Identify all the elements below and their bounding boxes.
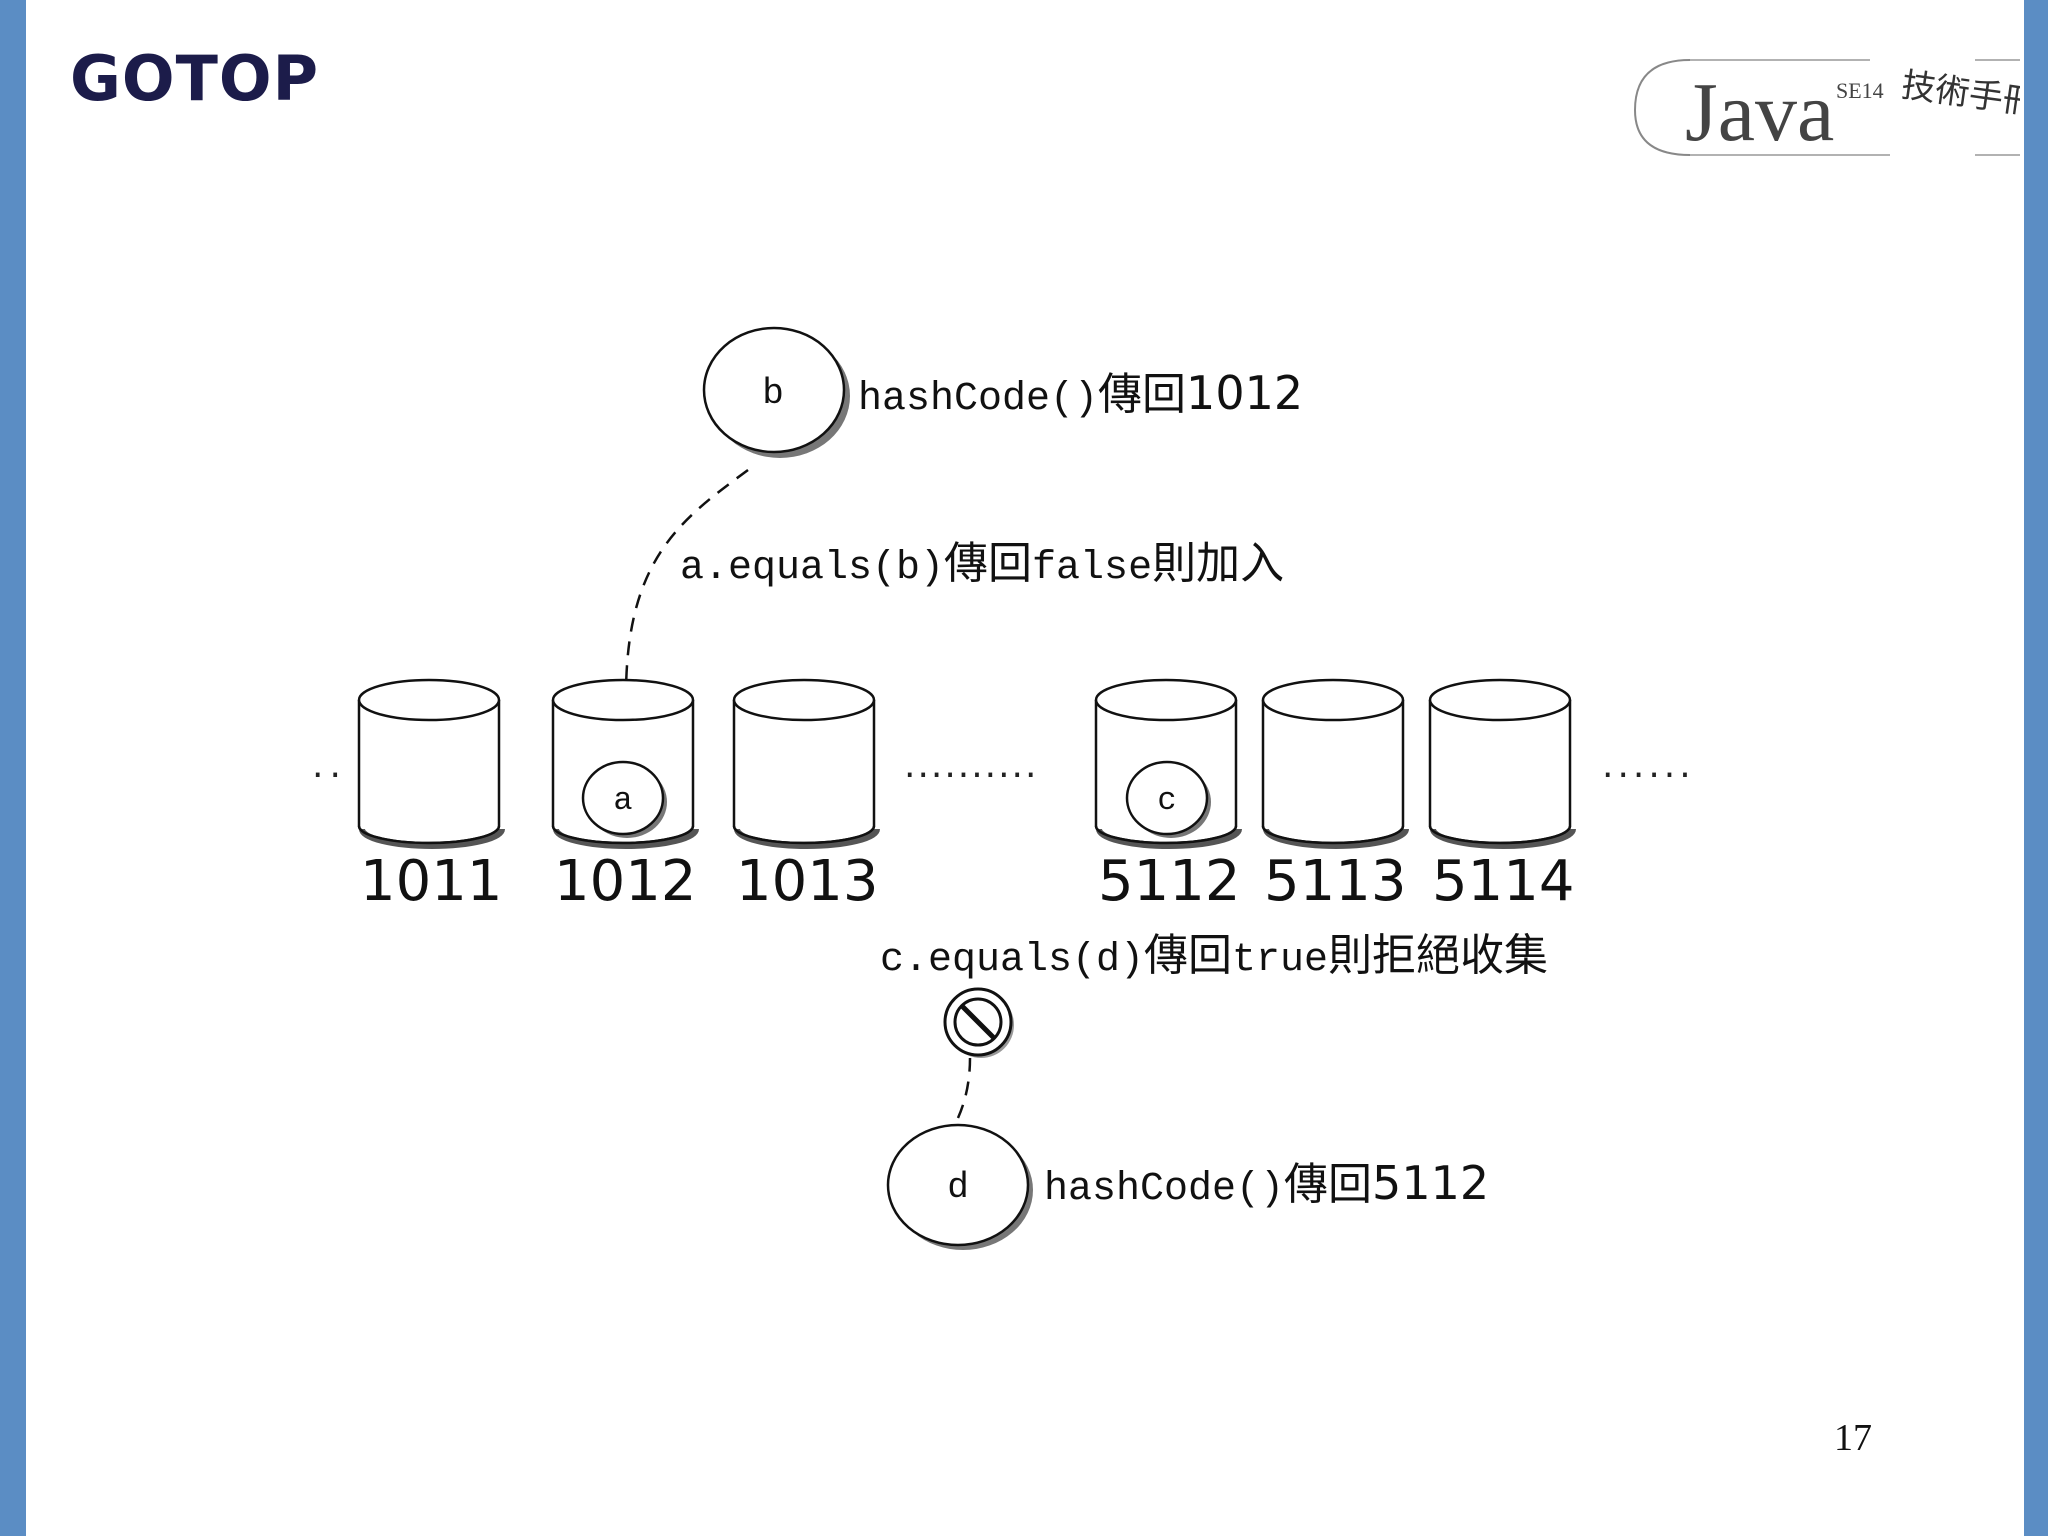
element-a-label: a xyxy=(613,782,632,819)
bucket-1013-number: 1013 xyxy=(736,849,879,914)
gotop-logo: GOTOP xyxy=(70,42,320,115)
prohibited-icon xyxy=(943,987,1014,1058)
hashcode-method-text: hashCode() xyxy=(858,377,1099,422)
hash-value-d: 5112 xyxy=(1372,1156,1490,1210)
bucket-5112-number: 5112 xyxy=(1098,849,1241,914)
java-logo-version: SE14 xyxy=(1836,78,1884,103)
node-b: b xyxy=(702,326,850,458)
java-logo-text: Java xyxy=(1685,66,1834,159)
bucket-1012: a xyxy=(551,678,699,849)
left-accent-bar xyxy=(0,0,26,1536)
equals-cd-returns: 傳回 xyxy=(1144,930,1233,981)
equals-cd-result: true xyxy=(1232,938,1329,983)
ellipsis-right: ...... xyxy=(1602,745,1695,786)
bucket-1011-number: 1011 xyxy=(360,849,503,914)
equals-ab-result: false xyxy=(1032,546,1153,591)
bucket-5114-number: 5114 xyxy=(1432,849,1575,914)
equals-ab-returns: 傳回 xyxy=(944,538,1033,589)
bucket-5114 xyxy=(1428,678,1576,849)
bucket-5112: c xyxy=(1094,678,1242,849)
bucket-5113 xyxy=(1261,678,1409,849)
edge-cd-label: c.equals(d)傳回true則拒絕收集 xyxy=(880,934,1548,981)
bucket-1013 xyxy=(732,678,880,849)
hashcode-method-text-d: hashCode() xyxy=(1044,1167,1285,1212)
bucket-1012-number: 1012 xyxy=(554,849,697,914)
page-number: 17 xyxy=(1834,1417,1872,1459)
ellipsis-left: .. xyxy=(312,745,347,786)
ellipsis-middle: .......... xyxy=(904,745,1039,786)
node-d-label: d xyxy=(947,1167,969,1208)
hash-value-b: 1012 xyxy=(1186,366,1304,420)
equals-cd-action: 則拒絕收集 xyxy=(1328,930,1549,981)
node-d: d xyxy=(886,1123,1033,1250)
right-accent-bar xyxy=(2024,0,2048,1536)
edge-b-to-1012 xyxy=(610,468,749,715)
element-c-label: c xyxy=(1157,782,1176,819)
node-b-hash-label: hashCode()傳回1012 xyxy=(858,370,1303,420)
java-book-logo: Java SE14 技術手冊 xyxy=(1633,59,2020,159)
equals-ab-action: 則加入 xyxy=(1152,538,1285,589)
node-b-label: b xyxy=(762,373,784,414)
equals-cd-code: c.equals(d) xyxy=(880,938,1145,983)
bucket-1011 xyxy=(357,678,505,849)
edge-d-to-5112 xyxy=(956,1057,972,1119)
node-d-hash-label: hashCode()傳回5112 xyxy=(1044,1160,1489,1210)
returns-text: 傳回 xyxy=(1098,369,1187,420)
edge-ab-label: a.equals(b)傳回false則加入 xyxy=(680,542,1284,589)
equals-ab-code: a.equals(b) xyxy=(680,546,945,591)
bucket-5113-number: 5113 xyxy=(1264,849,1407,914)
returns-text-d: 傳回 xyxy=(1284,1159,1373,1210)
